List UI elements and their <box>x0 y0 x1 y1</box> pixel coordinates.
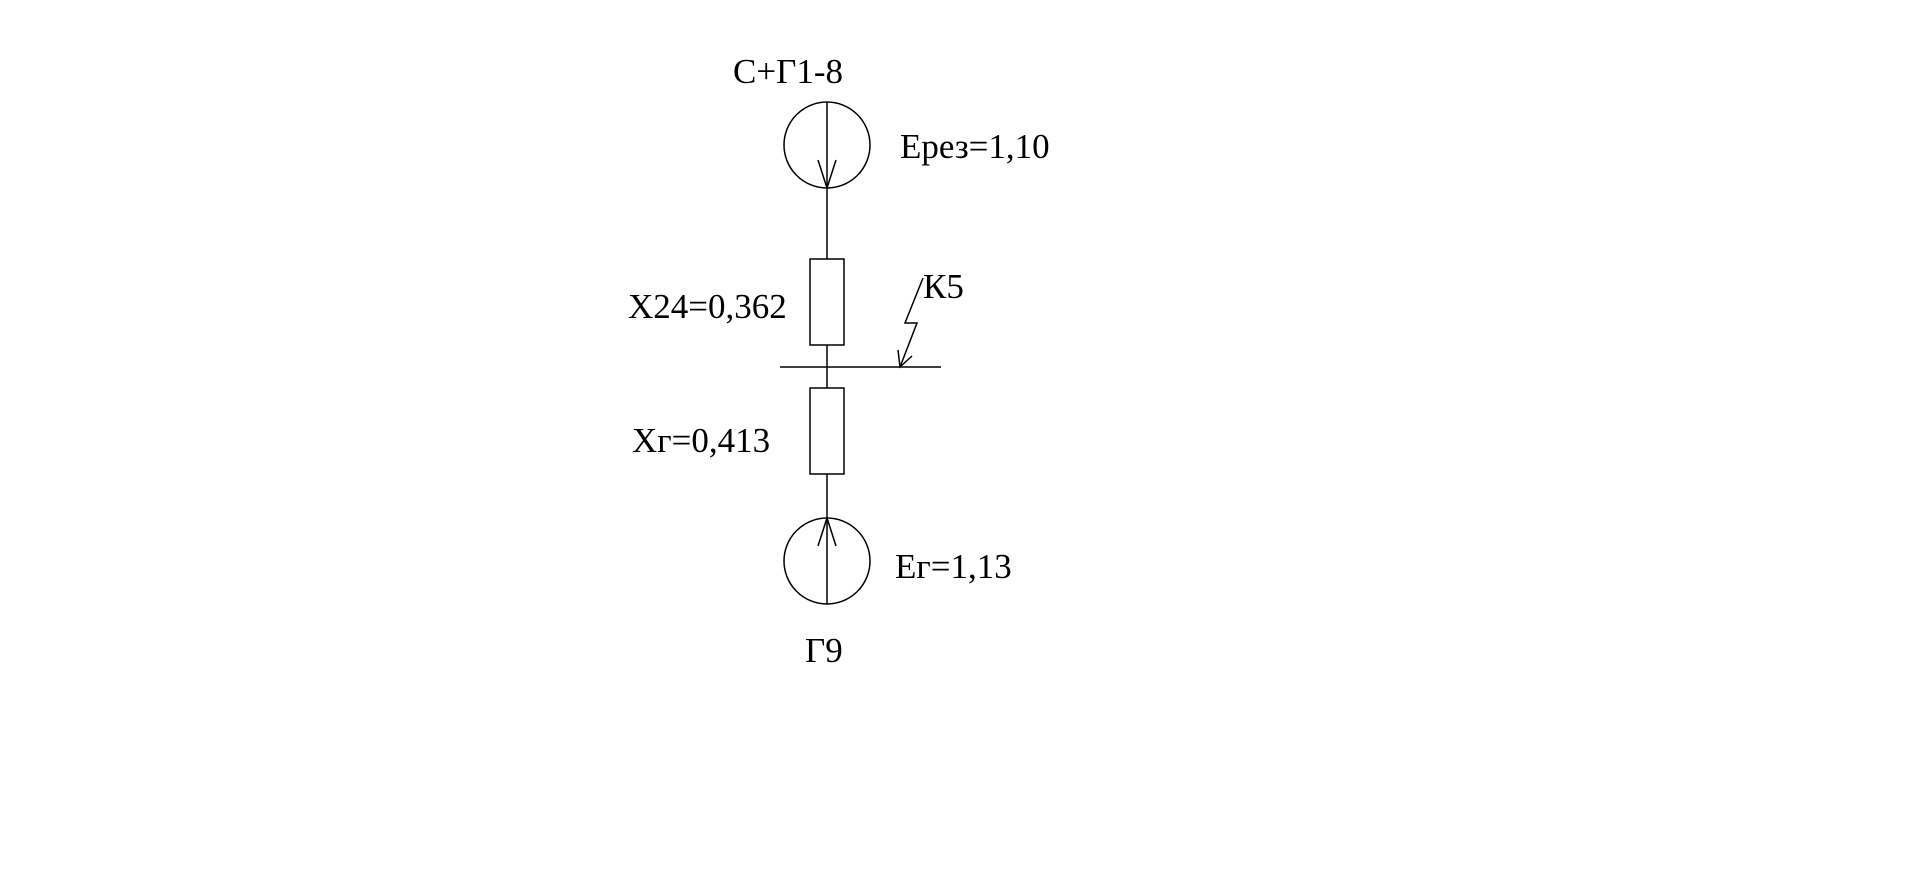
bottom-emf-source <box>783 515 871 605</box>
x24-label: Х24=0,362 <box>628 287 787 326</box>
bottom-emf-label: Ег=1,13 <box>895 547 1012 586</box>
top-source-label: С+Г1-8 <box>733 52 843 91</box>
fault-k5-symbol <box>897 277 924 369</box>
top-emf-label: Ерез=1,10 <box>900 127 1050 166</box>
xg-label: Хг=0,413 <box>632 421 770 460</box>
xg-reactance <box>809 387 845 475</box>
fault-label: К5 <box>923 267 964 306</box>
top-emf-source <box>783 101 871 191</box>
bottom-source-label: Г9 <box>805 631 843 670</box>
fault-arrow-head <box>897 349 913 369</box>
fault-zigzag <box>899 277 924 368</box>
bottom-emf-arrow-head <box>817 515 837 547</box>
x24-reactance <box>809 258 845 346</box>
